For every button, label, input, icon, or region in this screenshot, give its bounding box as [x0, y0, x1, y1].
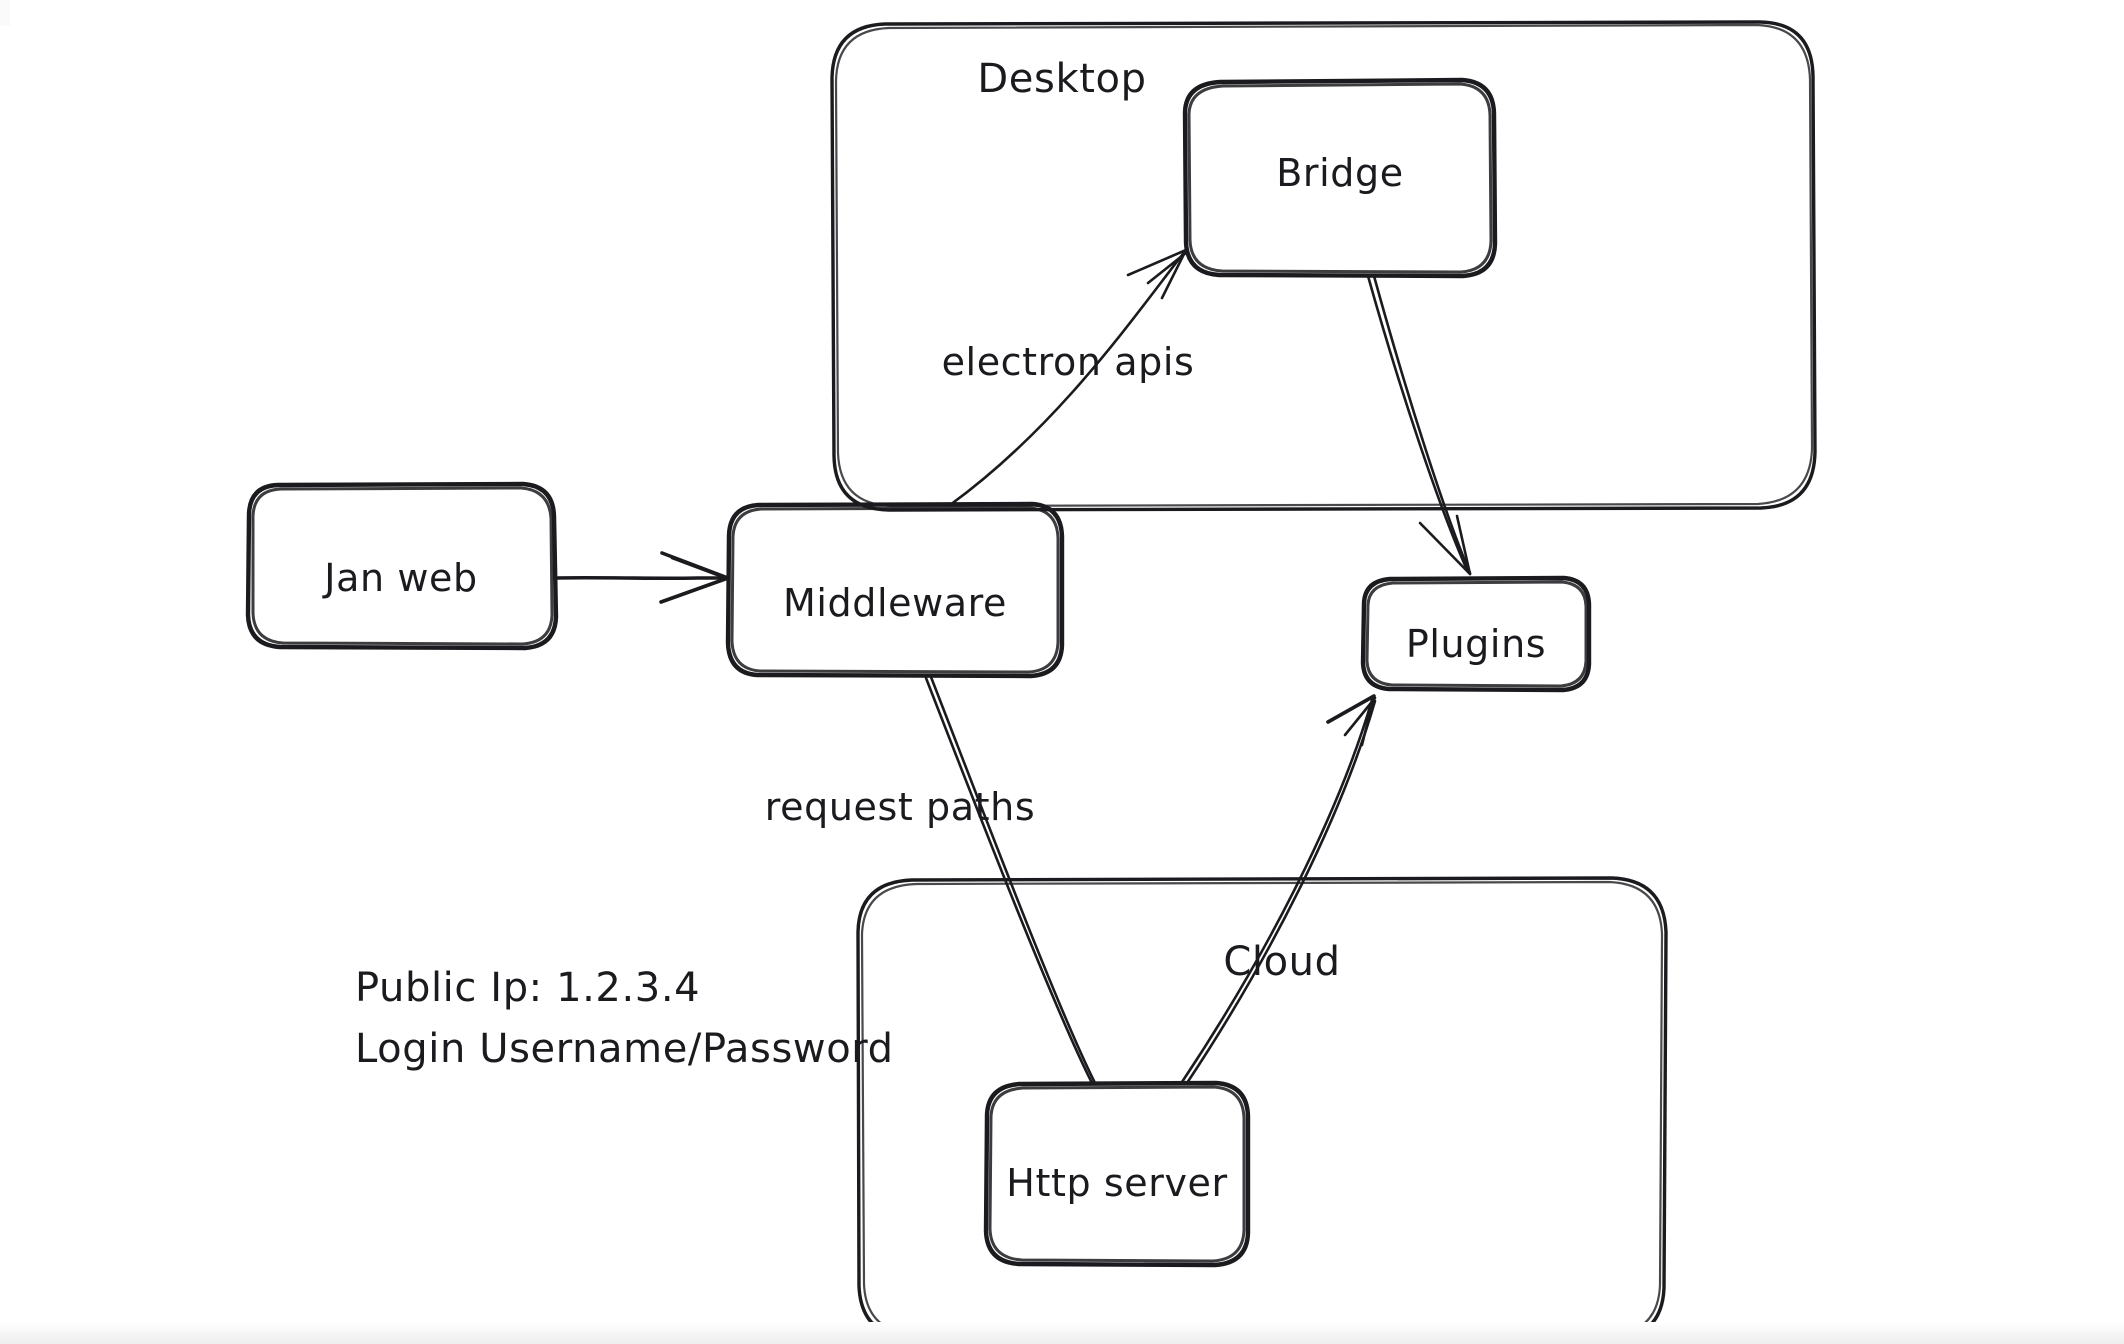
edge-line-second — [1372, 274, 1472, 575]
notes-block: Public Ip: 1.2.3.4 Login Username/Passwo… — [355, 965, 894, 1072]
node-http-server[interactable]: Http server — [983, 1080, 1251, 1268]
edge-middleware-to-bridge[interactable]: electron apis — [942, 248, 1195, 507]
node-http-server-label: Http server — [1006, 1161, 1227, 1205]
edge-arrowhead — [1326, 694, 1376, 724]
edge-arrowhead-2 — [659, 576, 730, 604]
node-plugins-label: Plugins — [1406, 622, 1546, 666]
edge-arrowhead-2 — [1360, 694, 1376, 747]
note-public-ip: Public Ip: 1.2.3.4 — [355, 965, 700, 1011]
edge-arrowhead-3 — [1146, 250, 1189, 285]
group-desktop-outline — [830, 20, 1817, 512]
edge-line-second — [1185, 699, 1377, 1085]
node-jan-web[interactable]: Jan web — [245, 481, 559, 651]
group-desktop-outline-second — [834, 23, 1814, 508]
node-jan-web-outline-second — [251, 486, 554, 646]
edge-arrowhead-3 — [670, 556, 730, 581]
edge-label-request-paths: request paths — [765, 785, 1036, 829]
edge-arrowhead — [1126, 248, 1188, 277]
edge-middleware-to-httpserver[interactable]: request paths — [765, 675, 1097, 1085]
node-middleware[interactable]: Middleware — [725, 501, 1065, 679]
edge-arrowhead-2 — [1160, 248, 1188, 300]
edge-bridge-to-plugins[interactable] — [1366, 274, 1472, 576]
node-bridge-outline-second — [1187, 82, 1493, 274]
note-login-credentials: Login Username/Password — [355, 1026, 894, 1072]
edge-arrowhead-3 — [1343, 696, 1377, 737]
node-plugins[interactable]: Plugins — [1360, 575, 1592, 693]
edge-line — [554, 575, 730, 581]
node-plugins-outline — [1360, 575, 1592, 693]
edge-line-second — [929, 675, 1097, 1085]
edge-line — [1180, 698, 1374, 1084]
edge-arrowhead-2 — [1455, 514, 1472, 576]
node-bridge-outline — [1182, 77, 1498, 279]
group-cloud-label: Cloud — [1223, 939, 1340, 985]
group-cloud[interactable]: Cloud — [856, 876, 1668, 1342]
edge-line — [924, 676, 1094, 1085]
edge-httpserver-to-plugins[interactable] — [1180, 694, 1377, 1085]
node-bridge[interactable]: Bridge — [1182, 77, 1498, 279]
node-plugins-outline-second — [1365, 580, 1588, 688]
edge-janweb-to-middleware[interactable] — [554, 551, 730, 604]
group-desktop-label: Desktop — [977, 56, 1146, 102]
bottom-gradient-band — [0, 1322, 2124, 1344]
node-jan-web-outline — [245, 481, 559, 651]
node-http-server-outline — [983, 1080, 1251, 1268]
top-left-corner-artifact — [0, 0, 10, 26]
node-jan-web-label: Jan web — [322, 556, 477, 600]
node-middleware-outline — [725, 501, 1065, 679]
node-bridge-label: Bridge — [1276, 151, 1403, 195]
node-http-server-outline-second — [988, 1085, 1246, 1263]
edge-line — [948, 248, 1188, 507]
node-middleware-label: Middleware — [783, 581, 1007, 625]
group-desktop[interactable]: Desktop — [830, 20, 1817, 512]
edge-arrowhead — [1418, 521, 1472, 576]
node-middleware-outline-second — [730, 506, 1060, 674]
edge-line — [1366, 274, 1470, 574]
edge-label-electron-apis: electron apis — [942, 340, 1195, 384]
